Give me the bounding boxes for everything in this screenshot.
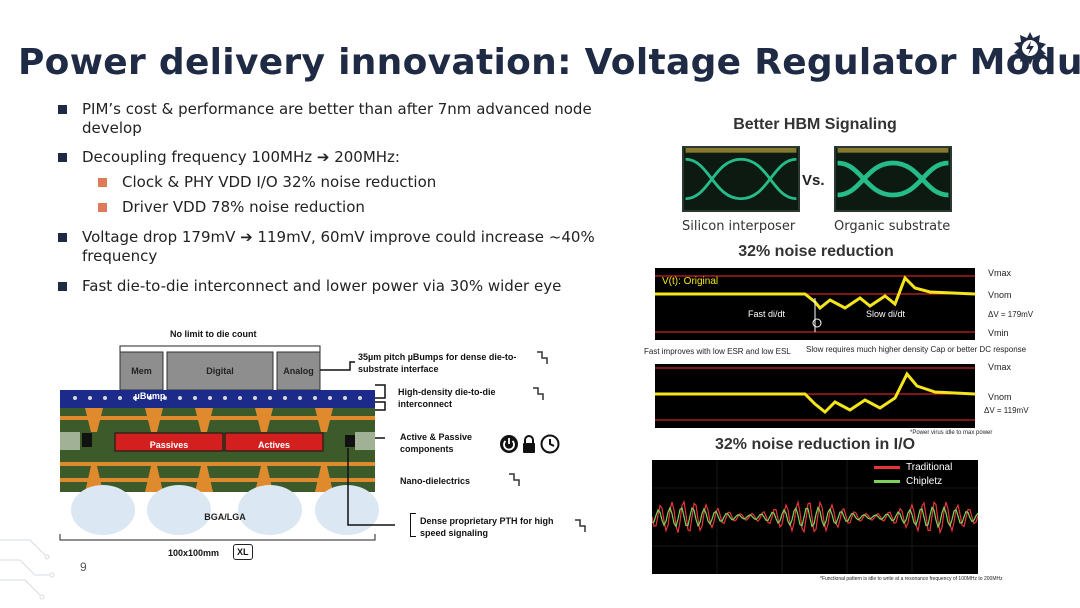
package-diagram bbox=[59, 345, 395, 541]
ubump-label: µBump bbox=[134, 391, 166, 401]
cursor-move-icon bbox=[533, 387, 544, 400]
fast-didt-label: Fast di/dt bbox=[748, 309, 786, 319]
analog-chip-label: Analog bbox=[283, 366, 314, 376]
organic-eye-diagram bbox=[834, 146, 952, 212]
bullet-text: Voltage drop 179mV ➔ 119mV, 60mV improve… bbox=[82, 228, 595, 265]
actives-label: Actives bbox=[257, 440, 291, 450]
mem-chip-label: Mem bbox=[131, 366, 152, 376]
page-number: 9 bbox=[80, 560, 87, 574]
silicon-interposer-caption: Silicon interposer bbox=[682, 219, 796, 234]
fast-note: Fast improves with low ESR and low ESL bbox=[644, 347, 791, 356]
bullet-text: Decoupling frequency 100MHz ➔ 200MHz: bbox=[82, 148, 400, 166]
clock-icon bbox=[540, 434, 560, 454]
vnom-label: Vnom bbox=[988, 290, 1012, 300]
vmin-label: Vmin bbox=[988, 328, 1009, 338]
cursor-move-icon bbox=[537, 351, 548, 364]
ubump-pitch-callout: 35µm pitch µBumps for dense die-to-subst… bbox=[358, 352, 517, 374]
organic-substrate-caption: Organic substrate bbox=[834, 219, 951, 234]
sub-bullet-item: Driver VDD 78% noise reduction bbox=[58, 198, 598, 217]
die-to-die-callout: High-density die-to-die interconnect bbox=[398, 387, 496, 409]
vs-label: Vs. bbox=[802, 172, 825, 189]
cursor-move-icon bbox=[575, 519, 586, 532]
components-callout: Active & Passive components bbox=[400, 432, 473, 454]
die-count-label: No limit to die count bbox=[170, 329, 257, 339]
original-voltage-plot bbox=[655, 268, 975, 340]
slide-title: Power delivery innovation: Voltage Regul… bbox=[18, 42, 1080, 83]
delta-v-119-label: ΔV = 119mV bbox=[984, 406, 1029, 415]
bullet-text: Clock & PHY VDD I/O 32% noise reduction bbox=[122, 173, 437, 191]
vmax-label: Vmax bbox=[988, 268, 1012, 278]
noise-reduction-title: 32% noise reduction bbox=[738, 243, 894, 260]
sub-bullet-item: Clock & PHY VDD I/O 32% noise reduction bbox=[58, 173, 598, 192]
io-noise-title: 32% noise reduction in I/O bbox=[714, 436, 916, 453]
bullet-item: Fast die-to-die interconnect and lower p… bbox=[58, 277, 598, 296]
delta-v-179-label: ΔV = 179mV bbox=[988, 310, 1034, 319]
bullet-item: Decoupling frequency 100MHz ➔ 200MHz: bbox=[58, 148, 598, 167]
bga-label: BGA/LGA bbox=[204, 512, 246, 522]
package-size-label: 100x100mm bbox=[168, 548, 220, 558]
gear-bolt-logo-icon bbox=[1014, 32, 1046, 65]
pth-callout: Dense proprietary PTH for high speed sig… bbox=[420, 516, 554, 538]
io-footnote: *Functional pattern is idle to write at … bbox=[820, 576, 1003, 582]
nano-dielectrics-callout: Nano-dielectrics bbox=[400, 476, 471, 486]
legend-traditional: Traditional bbox=[906, 462, 953, 473]
improved-voltage-plot bbox=[655, 364, 975, 428]
circuit-decoration bbox=[0, 539, 55, 600]
digital-chip-label: Digital bbox=[206, 366, 234, 376]
vnom-label-2: Vnom bbox=[988, 392, 1012, 402]
lock-icon bbox=[523, 435, 535, 453]
pth-bracket bbox=[410, 513, 416, 537]
slow-didt-label: Slow di/dt bbox=[866, 309, 906, 319]
xl-badge: XL bbox=[233, 544, 253, 560]
legend-chipletz: Chipletz bbox=[906, 476, 943, 487]
bullet-text: PIM’s cost & performance are better than… bbox=[82, 100, 592, 137]
silicon-eye-diagram bbox=[682, 146, 800, 212]
io-noise-plot bbox=[652, 460, 978, 574]
passives-label: Passives bbox=[149, 440, 189, 450]
bullet-item: Voltage drop 179mV ➔ 119mV, 60mV improve… bbox=[58, 228, 598, 266]
power-note: *Power virus idle to max power bbox=[910, 430, 993, 436]
bullet-text: Driver VDD 78% noise reduction bbox=[122, 198, 365, 216]
vmax-label-2: Vmax bbox=[988, 362, 1012, 372]
cursor-move-icon bbox=[509, 473, 520, 486]
power-icon bbox=[500, 435, 518, 453]
hbm-title: Better HBM Signaling bbox=[733, 116, 897, 133]
bullet-item: PIM’s cost & performance are better than… bbox=[58, 100, 598, 138]
slow-note: Slow requires much higher density Cap or… bbox=[806, 345, 1027, 354]
bullet-list: PIM’s cost & performance are better than… bbox=[58, 100, 598, 296]
bullet-text: Fast die-to-die interconnect and lower p… bbox=[82, 277, 562, 295]
plot-title-label: V(t): Original bbox=[662, 276, 719, 287]
